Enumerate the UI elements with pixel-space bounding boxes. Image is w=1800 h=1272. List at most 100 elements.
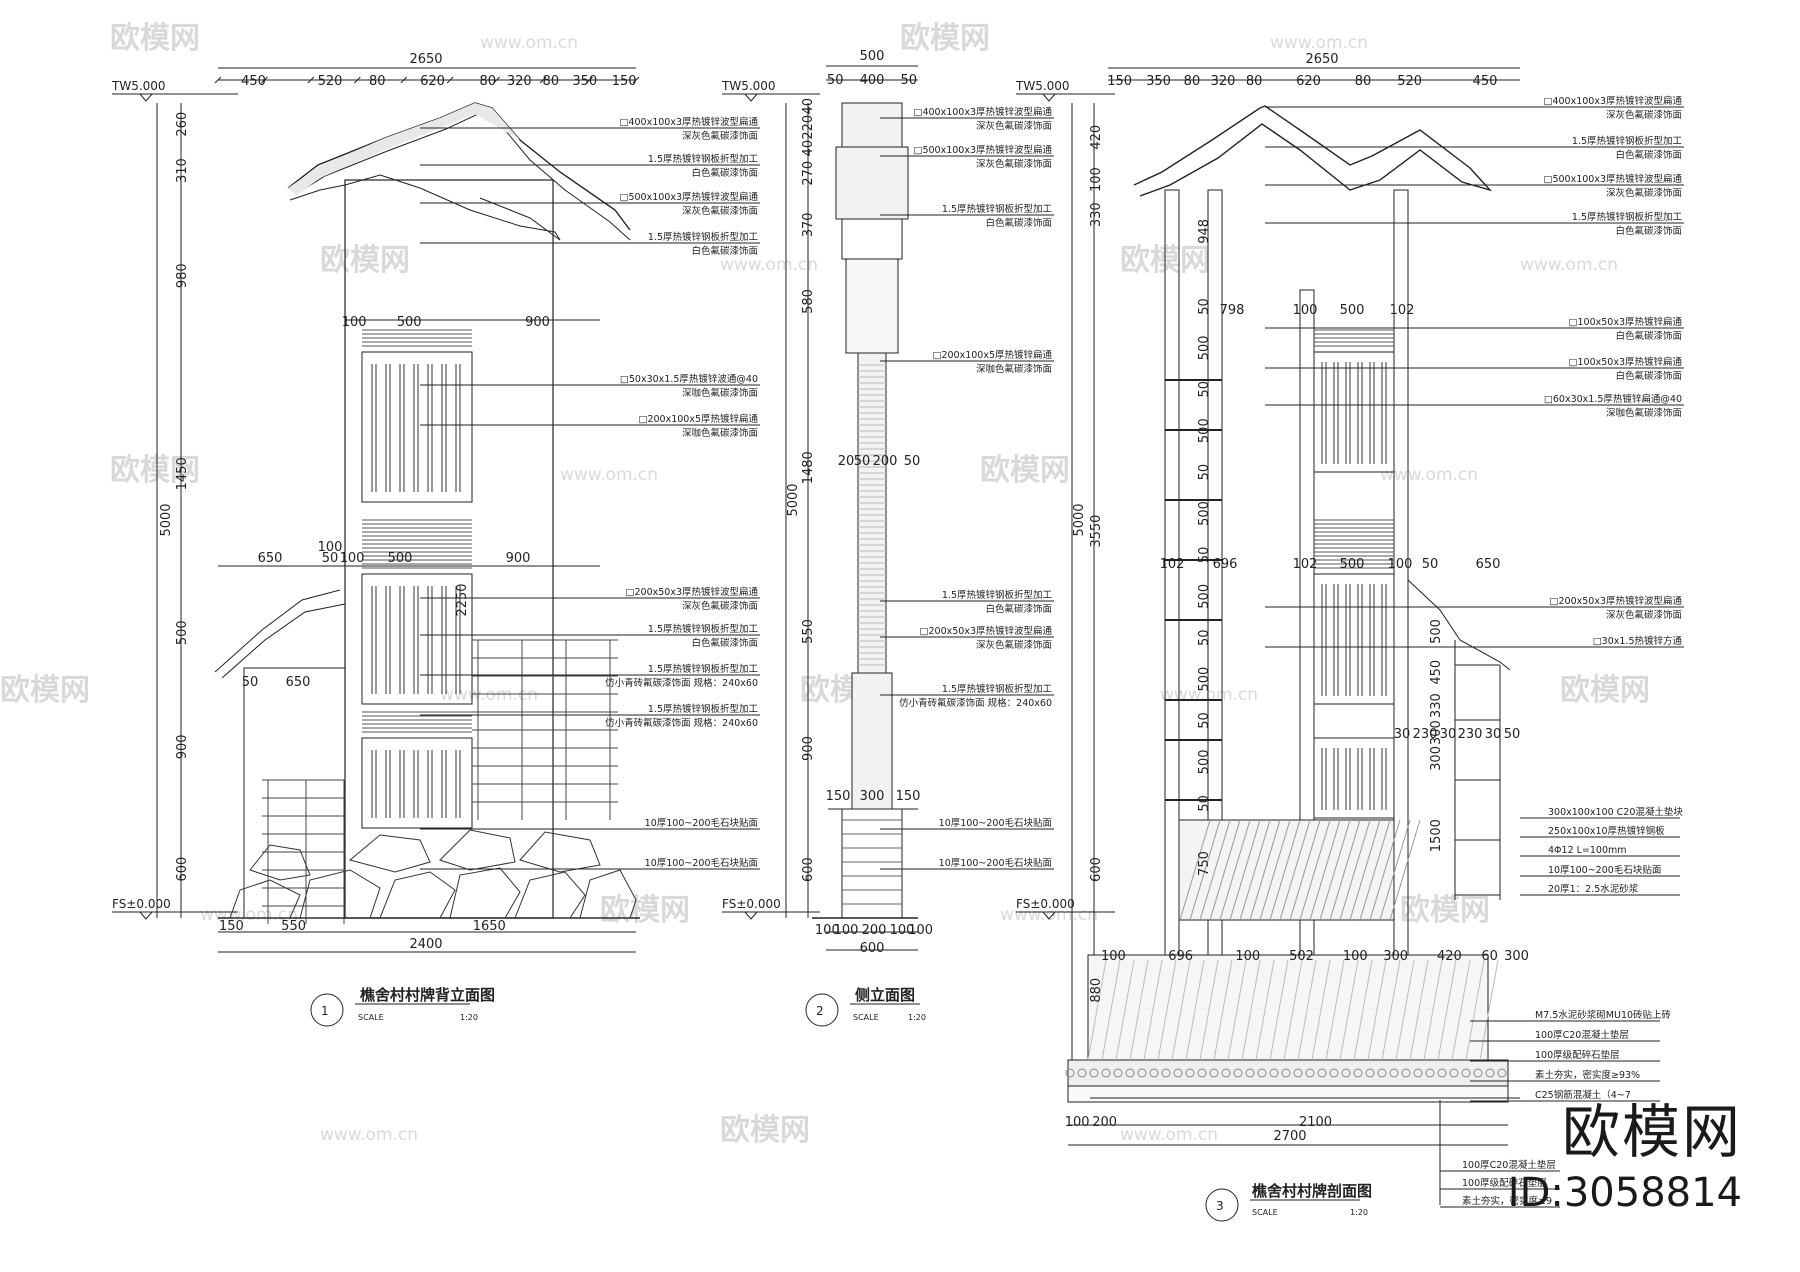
v3-top-dim: 320: [1211, 74, 1236, 89]
v3-right-dim: 300: [1429, 720, 1444, 745]
watermark: 欧模网: [900, 21, 990, 56]
v2-top-total: 500: [860, 49, 885, 64]
watermark: www.om.cn: [480, 33, 578, 53]
v3-inner-dim: 50: [1197, 464, 1212, 481]
v3-row-b-dim: 500: [1340, 557, 1365, 572]
v3-foot-note: 10厚100~200毛石块贴面: [1548, 864, 1661, 876]
v1-left-dim: 900: [175, 734, 190, 759]
v2-bottom-total: 600: [860, 941, 885, 956]
v1-scale-label: SCALE: [358, 1013, 384, 1022]
watermark: 欧模网: [0, 673, 90, 708]
v3-note-line2: 深灰色氟碳漆饰面: [1606, 187, 1682, 199]
v1-note-line1: 1.5厚热镀锌钢板折型加工: [648, 623, 759, 635]
v3-row-b-dim: 100: [1388, 557, 1413, 572]
v2-note-line2: 深灰色氟碳漆饰面: [976, 120, 1052, 132]
v3-right-dim: 300: [1429, 746, 1444, 771]
v3-row-b-dim: 102: [1160, 557, 1185, 572]
v3-bottom-dim: 200: [1092, 1115, 1117, 1130]
watermark: www.om.cn: [1520, 255, 1618, 275]
v2-note-line1: 10厚100~200毛石块贴面: [939, 817, 1052, 829]
watermark: www.om.cn: [1380, 465, 1478, 485]
v1-note-line1: 1.5厚热镀锌钢板折型加工: [648, 231, 759, 243]
v1-note-line2: 仿小青砖氟碳漆饰面 规格：240x60: [605, 677, 758, 689]
v2-note-line1: □400x100x3厚热镀锌波型扁通: [913, 106, 1052, 118]
v3-left-dim: 420: [1089, 125, 1104, 150]
v2-left-dim: 40: [801, 140, 816, 157]
v3-total-height: 5000: [1072, 503, 1087, 536]
v2-low-dim: 150: [826, 789, 851, 804]
v2-mid-dim: 20: [838, 454, 855, 469]
v3-foundation-dim: 300: [1504, 949, 1529, 964]
v1-note-line2: 深灰色氟碳漆饰面: [682, 130, 758, 142]
v2-note-line1: 10厚100~200毛石块贴面: [939, 857, 1052, 869]
watermark: www.om.cn: [560, 465, 658, 485]
v2-mid-dim: 200: [873, 454, 898, 469]
v1-top-dim: 80: [369, 74, 386, 89]
watermark: 欧模网: [1560, 673, 1650, 708]
v3-left-dim: 600: [1089, 857, 1104, 882]
v2-note-line1: □200x100x5厚热镀锌扁通: [932, 349, 1052, 361]
v2-mid-dim: 50: [854, 454, 871, 469]
v3-inner-dim: 500: [1197, 418, 1212, 443]
v3-note-line1: □500x100x3厚热镀锌波型扁通: [1543, 173, 1682, 185]
v3-foundation-dim: 100: [1343, 949, 1368, 964]
level-ground-3: FS±0.000: [1016, 897, 1075, 911]
v1-note-line1: □200x50x3厚热镀锌波型扁通: [626, 586, 759, 598]
v3-inner-dim: 50: [1197, 381, 1212, 398]
v1-note-line2: 深咖色氟碳漆饰面: [682, 427, 758, 439]
level-ground-2: FS±0.000: [722, 897, 781, 911]
v1-top-dim: 320: [507, 74, 532, 89]
v1-mid-dim-b: 500: [388, 551, 413, 566]
view-1-back-elevation: [112, 67, 760, 1027]
v3-foot-note: 20厚1：2.5水泥砂浆: [1548, 883, 1639, 895]
v3-note-line1: 1.5厚热镀锌钢板折型加工: [1572, 135, 1683, 147]
v1-note-line2: 深咖色氟碳漆饰面: [682, 387, 758, 399]
v1-mid-dim: 500: [397, 315, 422, 330]
v1-left-dim: 980: [175, 263, 190, 288]
v3-note-line1: □30x1.5热镀锌方通: [1593, 635, 1683, 647]
v1-left-dim: 600: [175, 857, 190, 882]
v1-note-line1: 10厚100~200毛石块贴面: [645, 857, 758, 869]
v2-left-dim: 900: [801, 736, 816, 761]
v2-note-line2: 白色氟碳漆饰面: [985, 217, 1052, 229]
v3-right-dim: 500: [1429, 619, 1444, 644]
v3-scale-label: SCALE: [1252, 1208, 1278, 1217]
v2-scale: 1:20: [908, 1013, 926, 1022]
v3-foundation-dim: 300: [1383, 949, 1408, 964]
watermark: www.om.cn: [1270, 33, 1368, 53]
brand-stamp: 欧模网: [1561, 1098, 1742, 1166]
v3-inner-dim: 750: [1197, 851, 1212, 876]
v3-right-dim: 330: [1429, 693, 1444, 718]
watermark: www.om.cn: [320, 1125, 418, 1145]
v3-row-c-dim: 30: [1440, 727, 1457, 742]
v3-layer-note: M7.5水泥砂浆砌MU10砖贴上砖: [1535, 1009, 1672, 1021]
watermark: www.om.cn: [720, 255, 818, 275]
v3-row-a-dim: 102: [1390, 303, 1415, 318]
v2-note-line1: □500x100x3厚热镀锌波型扁通: [913, 144, 1052, 156]
v2-left-dim: 580: [801, 289, 816, 314]
v2-bottom-dim: 200: [862, 923, 887, 938]
v3-top-dim: 350: [1146, 74, 1171, 89]
v3-note-line2: 白色氟碳漆饰面: [1615, 370, 1682, 382]
v3-row-b-dim: 102: [1293, 557, 1318, 572]
v1-note-line2: 仿小青砖氟碳漆饰面 规格：240x60: [605, 717, 758, 729]
v1-title: 樵舍村村牌背立面图: [360, 986, 495, 1004]
v3-inner-dim: 500: [1197, 335, 1212, 360]
v3-row-a-dim: 100: [1293, 303, 1318, 318]
v3-left-dim: 100: [1089, 167, 1104, 192]
v2-bottom-dim: 100: [890, 923, 915, 938]
v1-note-line1: 1.5厚热镀锌钢板折型加工: [648, 663, 759, 675]
v2-left-dim: 1480: [801, 451, 816, 484]
v3-top-dim: 620: [1296, 74, 1321, 89]
v3-foundation-dim: 60: [1481, 949, 1498, 964]
v2-total-height: 5000: [786, 483, 801, 516]
watermark: 欧模网: [110, 21, 200, 56]
v3-foundation-dim: 100: [1101, 949, 1126, 964]
v3-bottom-dim: 2100: [1299, 1115, 1332, 1130]
v3-top-dim: 80: [1355, 74, 1372, 89]
v2-note-line2: 仿小青砖氟碳漆饰面 规格：240x60: [899, 697, 1052, 709]
v2-note-line1: 1.5厚热镀锌钢板折型加工: [942, 203, 1053, 215]
v3-row-c-dim: 50: [1504, 727, 1521, 742]
v1-scale: 1:20: [460, 1013, 478, 1022]
v1-left-dim: 310: [175, 158, 190, 183]
